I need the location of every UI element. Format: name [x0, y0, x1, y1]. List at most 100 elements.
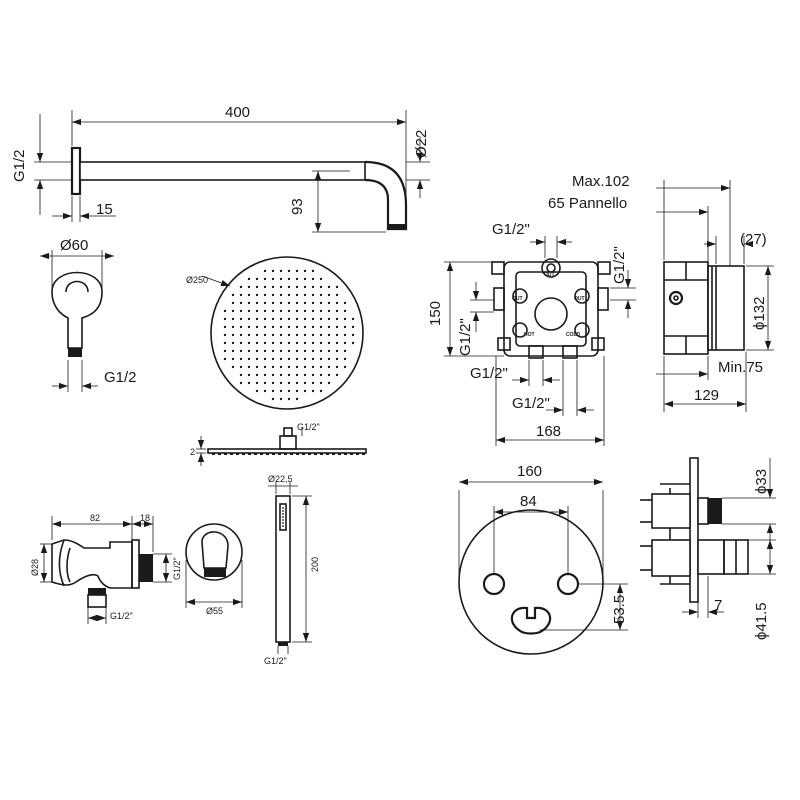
nozzle-dot: [335, 301, 339, 305]
nozzle-dot: [295, 357, 299, 361]
button-spacing-label: 84: [520, 493, 537, 510]
nozzle-dot: [231, 341, 235, 345]
nozzle-dot: [295, 365, 299, 369]
nozzle-dot: [327, 333, 331, 337]
nozzle-dot: [255, 301, 259, 305]
mixing-box-side-view: Max.102 65 Pannello (27) ϕ132 Min.75 129: [548, 173, 774, 412]
hand-shower-holes: [282, 507, 284, 527]
nozzle-dot: [255, 349, 259, 353]
nozzle-dot: [223, 325, 227, 329]
nozzle-dot: [271, 373, 275, 377]
nozzle-dot: [343, 301, 347, 305]
nozzle-dot: [287, 365, 291, 369]
outlet-depth-label: 18: [140, 513, 150, 523]
nozzle-dot: [343, 349, 347, 353]
nozzle-dot: [303, 373, 307, 377]
nozzle-dot: [247, 365, 251, 369]
nozzle-dot: [279, 285, 283, 289]
head-thickness-label: 2: [190, 447, 195, 457]
nozzle-dot: [327, 317, 331, 321]
box-thread-bottom-right-label: G1/2": [512, 395, 550, 412]
flange-diameter-label: Ø60: [60, 237, 88, 254]
nozzle-dot: [279, 277, 283, 281]
nozzle-dot: [247, 373, 251, 377]
nozzle-dot: [343, 333, 347, 337]
nozzle-dot: [311, 317, 315, 321]
outlet-diameter-label: Ø28: [30, 559, 40, 576]
shower-holder-view: Ø55: [185, 523, 243, 616]
nozzle-dot: [295, 269, 299, 273]
nozzle-dot: [295, 341, 299, 345]
box-depth-label: 129: [694, 387, 719, 404]
nozzle-dot: [287, 389, 291, 393]
nozzle-dot: [247, 277, 251, 281]
side-nozzle: [254, 453, 257, 455]
hand-shower-diameter-label: Ø22,5: [268, 474, 293, 484]
nozzle-dot: [263, 381, 267, 385]
nozzle-dot: [327, 325, 331, 329]
nozzle-dot: [327, 357, 331, 361]
nozzle-dot: [279, 293, 283, 297]
box-width-label: 168: [536, 423, 561, 440]
nozzle-dot: [271, 309, 275, 313]
nozzle-dot: [287, 293, 291, 297]
nozzle-dot: [295, 317, 299, 321]
nozzle-dot: [327, 285, 331, 289]
nozzle-dot: [335, 293, 339, 297]
nozzle-dot: [263, 317, 267, 321]
nozzle-dot: [303, 349, 307, 353]
side-nozzle: [248, 453, 251, 455]
nozzle-dot: [295, 381, 299, 385]
nozzle-dot: [287, 277, 291, 281]
nozzle-dot: [327, 293, 331, 297]
nozzle-dot: [271, 381, 275, 385]
hand-shower-hole: [282, 522, 284, 524]
port-hot: HOT: [524, 332, 535, 338]
nozzle-dot: [255, 381, 259, 385]
nozzle-dot: [311, 309, 315, 313]
hand-shower-hole: [282, 519, 284, 521]
nozzle-dot: [303, 277, 307, 281]
nozzle-dot: [303, 389, 307, 393]
box-thread-left-label: G1/2": [457, 318, 474, 356]
side-nozzle: [218, 453, 221, 455]
nozzle-dot: [263, 389, 267, 393]
nozzle-dot: [303, 341, 307, 345]
arm-length-label: 400: [225, 104, 250, 121]
nozzle-dot: [335, 317, 339, 321]
nozzle-dot: [319, 381, 323, 385]
nozzle-dot: [239, 357, 243, 361]
nozzle-dot: [311, 285, 315, 289]
port-out-right: OUT: [574, 296, 585, 302]
nozzle-dot: [279, 269, 283, 273]
nozzle-dot: [335, 325, 339, 329]
shower-head-side-nozzles: [212, 453, 365, 455]
nozzle-dot: [223, 317, 227, 321]
control-knob: [510, 606, 552, 635]
nozzle-dot: [247, 301, 251, 305]
nozzle-dot: [319, 333, 323, 337]
wall-outlet-view: 82 18 Ø28 G1/2" G1/2": [30, 513, 182, 624]
nozzle-dot: [231, 365, 235, 369]
nozzle-dot: [311, 269, 315, 273]
nozzle-dot: [271, 325, 275, 329]
nozzle-dot: [247, 349, 251, 353]
nozzle-dot: [279, 325, 283, 329]
nozzle-dot: [255, 365, 259, 369]
nozzle-dot: [335, 365, 339, 369]
nozzle-dot: [351, 333, 355, 337]
nozzle-dot: [271, 293, 275, 297]
nozzle-dot: [335, 341, 339, 345]
nozzle-dot: [327, 365, 331, 369]
nozzle-dot: [311, 365, 315, 369]
nozzle-dot: [311, 381, 315, 385]
nozzle-dot: [255, 389, 259, 393]
outlet-bottom-thread-label: G1/2": [110, 611, 133, 621]
nozzle-dot: [223, 341, 227, 345]
nozzle-dot: [255, 285, 259, 289]
nozzle-dot: [343, 325, 347, 329]
valve-bottom-diameter-label: ϕ41.5: [753, 602, 770, 640]
nozzle-dot: [287, 309, 291, 313]
nozzle-dot: [271, 397, 275, 401]
